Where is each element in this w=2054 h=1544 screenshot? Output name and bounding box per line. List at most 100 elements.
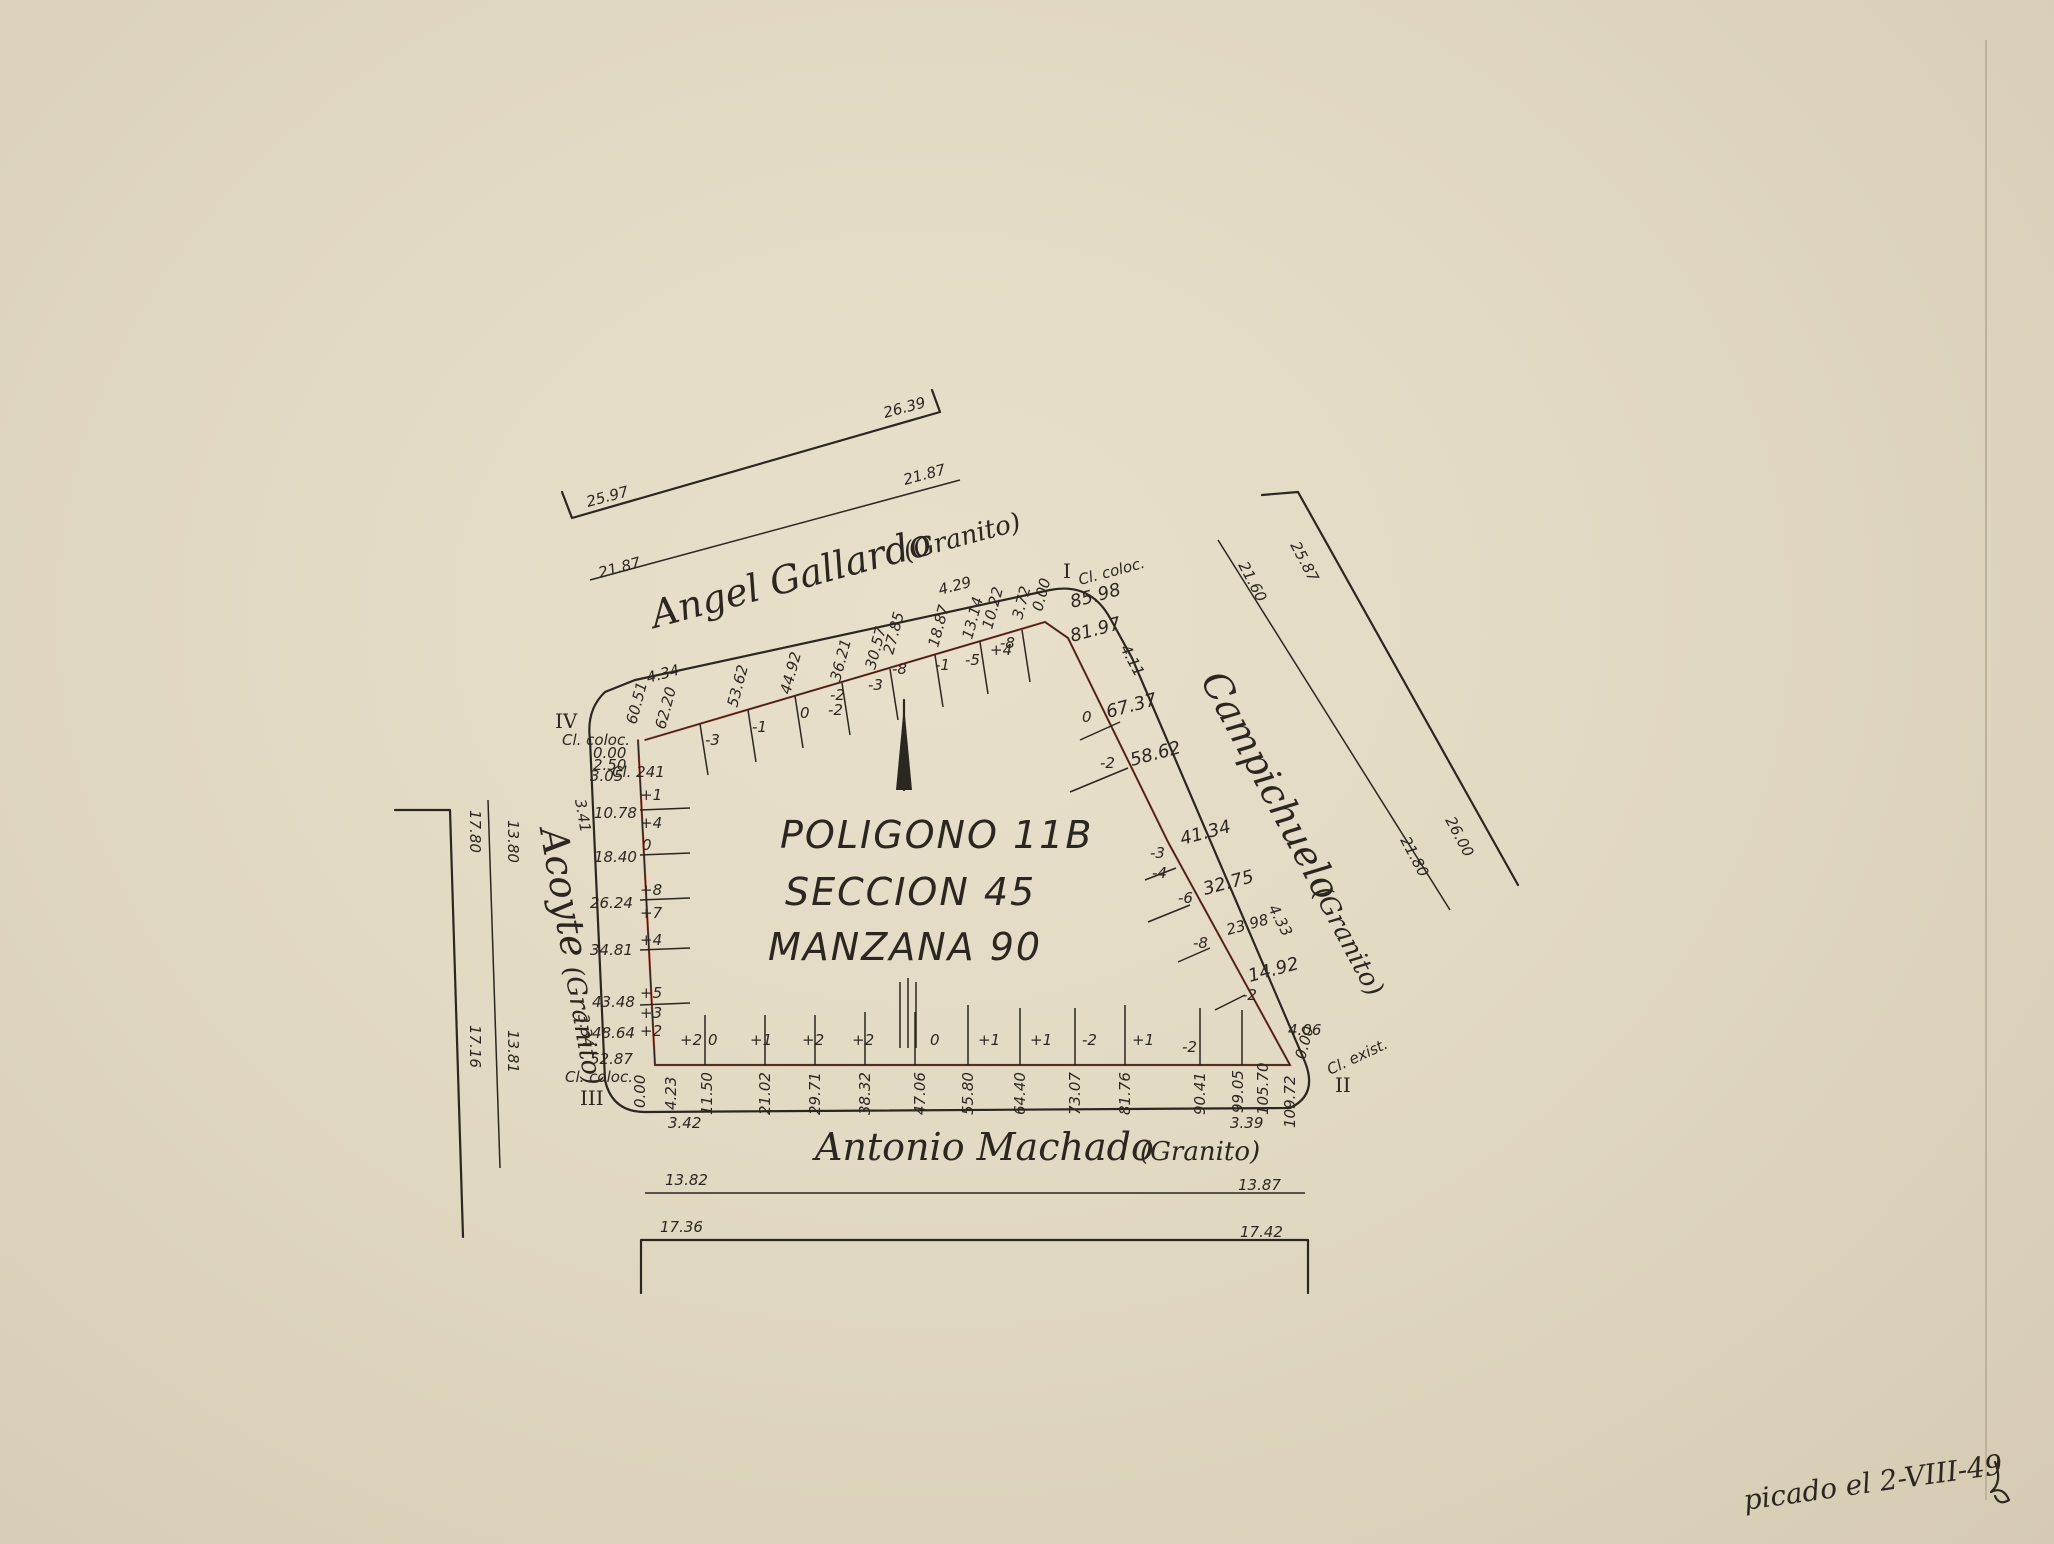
offset-value: -1: [935, 656, 950, 674]
north-chainage-value: 4.29: [936, 573, 973, 599]
lot-boundary: [637, 621, 1291, 1066]
vertex-II: II: [1335, 1073, 1351, 1097]
street-east-paving: (Granito): [1306, 881, 1389, 1001]
note-II-cl: Cl. exist.: [1324, 1035, 1390, 1079]
offset-value: +7: [640, 904, 663, 922]
south-chainage-value: 109.72: [1281, 1076, 1299, 1129]
offset-value: -3: [1150, 844, 1165, 862]
south-chainage-value: 11.50: [698, 1072, 716, 1115]
east-chainage-value: 32.75: [1201, 866, 1256, 900]
offset-value: 0: [930, 1031, 940, 1049]
east-chainage-value: 67.37: [1104, 689, 1160, 723]
offset-value: 0: [1082, 708, 1092, 726]
street-lines: [393, 388, 1520, 1295]
offset-value: +1: [640, 786, 662, 804]
level-east-inner-top: 21.60: [1234, 558, 1270, 604]
offset-value: -8: [892, 660, 907, 678]
note-III-cl: Cl. coloc.: [565, 1068, 633, 1086]
west-chainage-value: 18.40: [594, 848, 637, 866]
vertex-IV: IV: [555, 709, 578, 733]
south-chainage-value: 4.23: [662, 1077, 680, 1110]
street-south-name: Antonio Machado: [812, 1125, 1154, 1169]
south-chainage-value: 90.41: [1191, 1072, 1209, 1115]
west-chainage-value: 43.48: [592, 993, 635, 1011]
offset-value: -3: [705, 731, 720, 749]
west-chainage-value: 3.34: [574, 1013, 598, 1049]
level-north-outer-left: 25.97: [584, 482, 631, 511]
north-outer-line: [560, 388, 942, 520]
offset-value: +2: [802, 1031, 824, 1049]
offset-marks: -3 -1 0 -2 -2 -3 -8 -1 -5 +4 -8 0 -2 -3 …: [640, 634, 1257, 1056]
north-chainage-value: 62.20: [651, 685, 680, 731]
south-chainage-value: 3.39: [1230, 1114, 1263, 1132]
north-chainage-value: 10.22: [978, 585, 1007, 631]
offset-value: +4: [990, 641, 1012, 659]
level-south-inner-right: 13.87: [1238, 1176, 1281, 1194]
east-chainage-value: 14.92: [1246, 953, 1301, 987]
manzana-label: MANZANA 90: [768, 925, 1042, 969]
level-west-outer-top: 17.80: [466, 810, 484, 853]
vertex-labels: I II III IV: [555, 559, 1351, 1110]
east-chainage-value: 4.11: [1116, 641, 1148, 679]
offset-value: +8: [640, 881, 662, 899]
street-east-name: Campichuelo: [1192, 664, 1349, 907]
block-outline: [588, 587, 1311, 1114]
signature-mark-icon: [1989, 1460, 2011, 1504]
signature-note: picado el 2-VIII-49: [1741, 1448, 2004, 1517]
east-chainage-value: 23.98: [1224, 910, 1270, 939]
offset-value: 0: [708, 1031, 718, 1049]
note-IV-cl: Cl. coloc.: [562, 731, 630, 749]
level-east-outer-bottom: 26.00: [1441, 813, 1477, 859]
offset-value: -2: [1100, 754, 1115, 772]
seccion-label: SECCION 45: [785, 870, 1036, 914]
east-chainage-value: 4.33: [1264, 901, 1296, 939]
east-chainage-value: 58.62: [1128, 737, 1183, 771]
offset-value: -2: [1242, 986, 1257, 1004]
west-chainage-value: 2.50: [593, 756, 626, 774]
west-chainage-value: 10.78: [594, 804, 637, 822]
east-chainage-value: 4.06: [1288, 1021, 1321, 1039]
title-block: POLIGONO 11B SECCION 45 MANZANA 90: [768, 813, 1091, 969]
note-I-val: 85.98: [1068, 579, 1123, 613]
street-west-name: Acoyte: [531, 821, 598, 960]
level-south-outer-left: 17.36: [660, 1218, 703, 1236]
west-chainage-value: 3.41: [571, 798, 595, 834]
offset-value: +4: [640, 814, 662, 832]
offset-value: +1: [978, 1031, 1000, 1049]
offset-value: -2: [1082, 1031, 1097, 1049]
offset-value: -8: [1193, 934, 1208, 952]
south-chainage-value: 81.76: [1116, 1072, 1134, 1115]
offset-value: 0: [800, 704, 810, 722]
south-chainage-value: 55.80: [959, 1072, 977, 1115]
north-chainage-value: 18.87: [924, 602, 953, 649]
east-outer-line: [1260, 490, 1520, 887]
west-inner-line: [487, 799, 501, 1169]
west-chainage-value: 52.87: [590, 1050, 633, 1068]
west-chainage-value: 60.51: [622, 680, 651, 726]
north-chainage-value: 0.00: [1028, 576, 1054, 613]
north-chainage-value: 36.21: [826, 637, 855, 683]
offset-value: -5: [965, 651, 980, 669]
north-chainage-value: 4.34: [644, 661, 681, 687]
offset-value: 0: [642, 836, 652, 854]
offset-value: +3: [640, 1004, 662, 1022]
offset-value: -1: [752, 718, 767, 736]
offset-value: -2: [1182, 1038, 1197, 1056]
east-chainage-value: 41.34: [1178, 816, 1233, 850]
south-chainage-value: 64.40: [1011, 1072, 1029, 1115]
level-west-inner-bottom: 13.81: [504, 1030, 522, 1073]
south-chainage-value: 0.00: [631, 1075, 649, 1108]
level-west-outer-bottom: 17.16: [466, 1025, 484, 1068]
offset-value: +1: [1132, 1031, 1154, 1049]
offset-value: +5: [640, 984, 662, 1002]
west-chainage-value: 34.81: [590, 941, 633, 959]
offset-value: +1: [750, 1031, 772, 1049]
north-chainage-value: 44.92: [776, 650, 805, 696]
south-chainage: 0.00 4.23 11.50 21.02 29.71 38.32 47.06 …: [631, 1063, 1299, 1133]
vertex-III: III: [580, 1086, 604, 1110]
north-arrow-icon: [896, 698, 912, 792]
boundary-ticks: [639, 629, 1246, 1065]
sheet-edge: [1985, 40, 1987, 1500]
